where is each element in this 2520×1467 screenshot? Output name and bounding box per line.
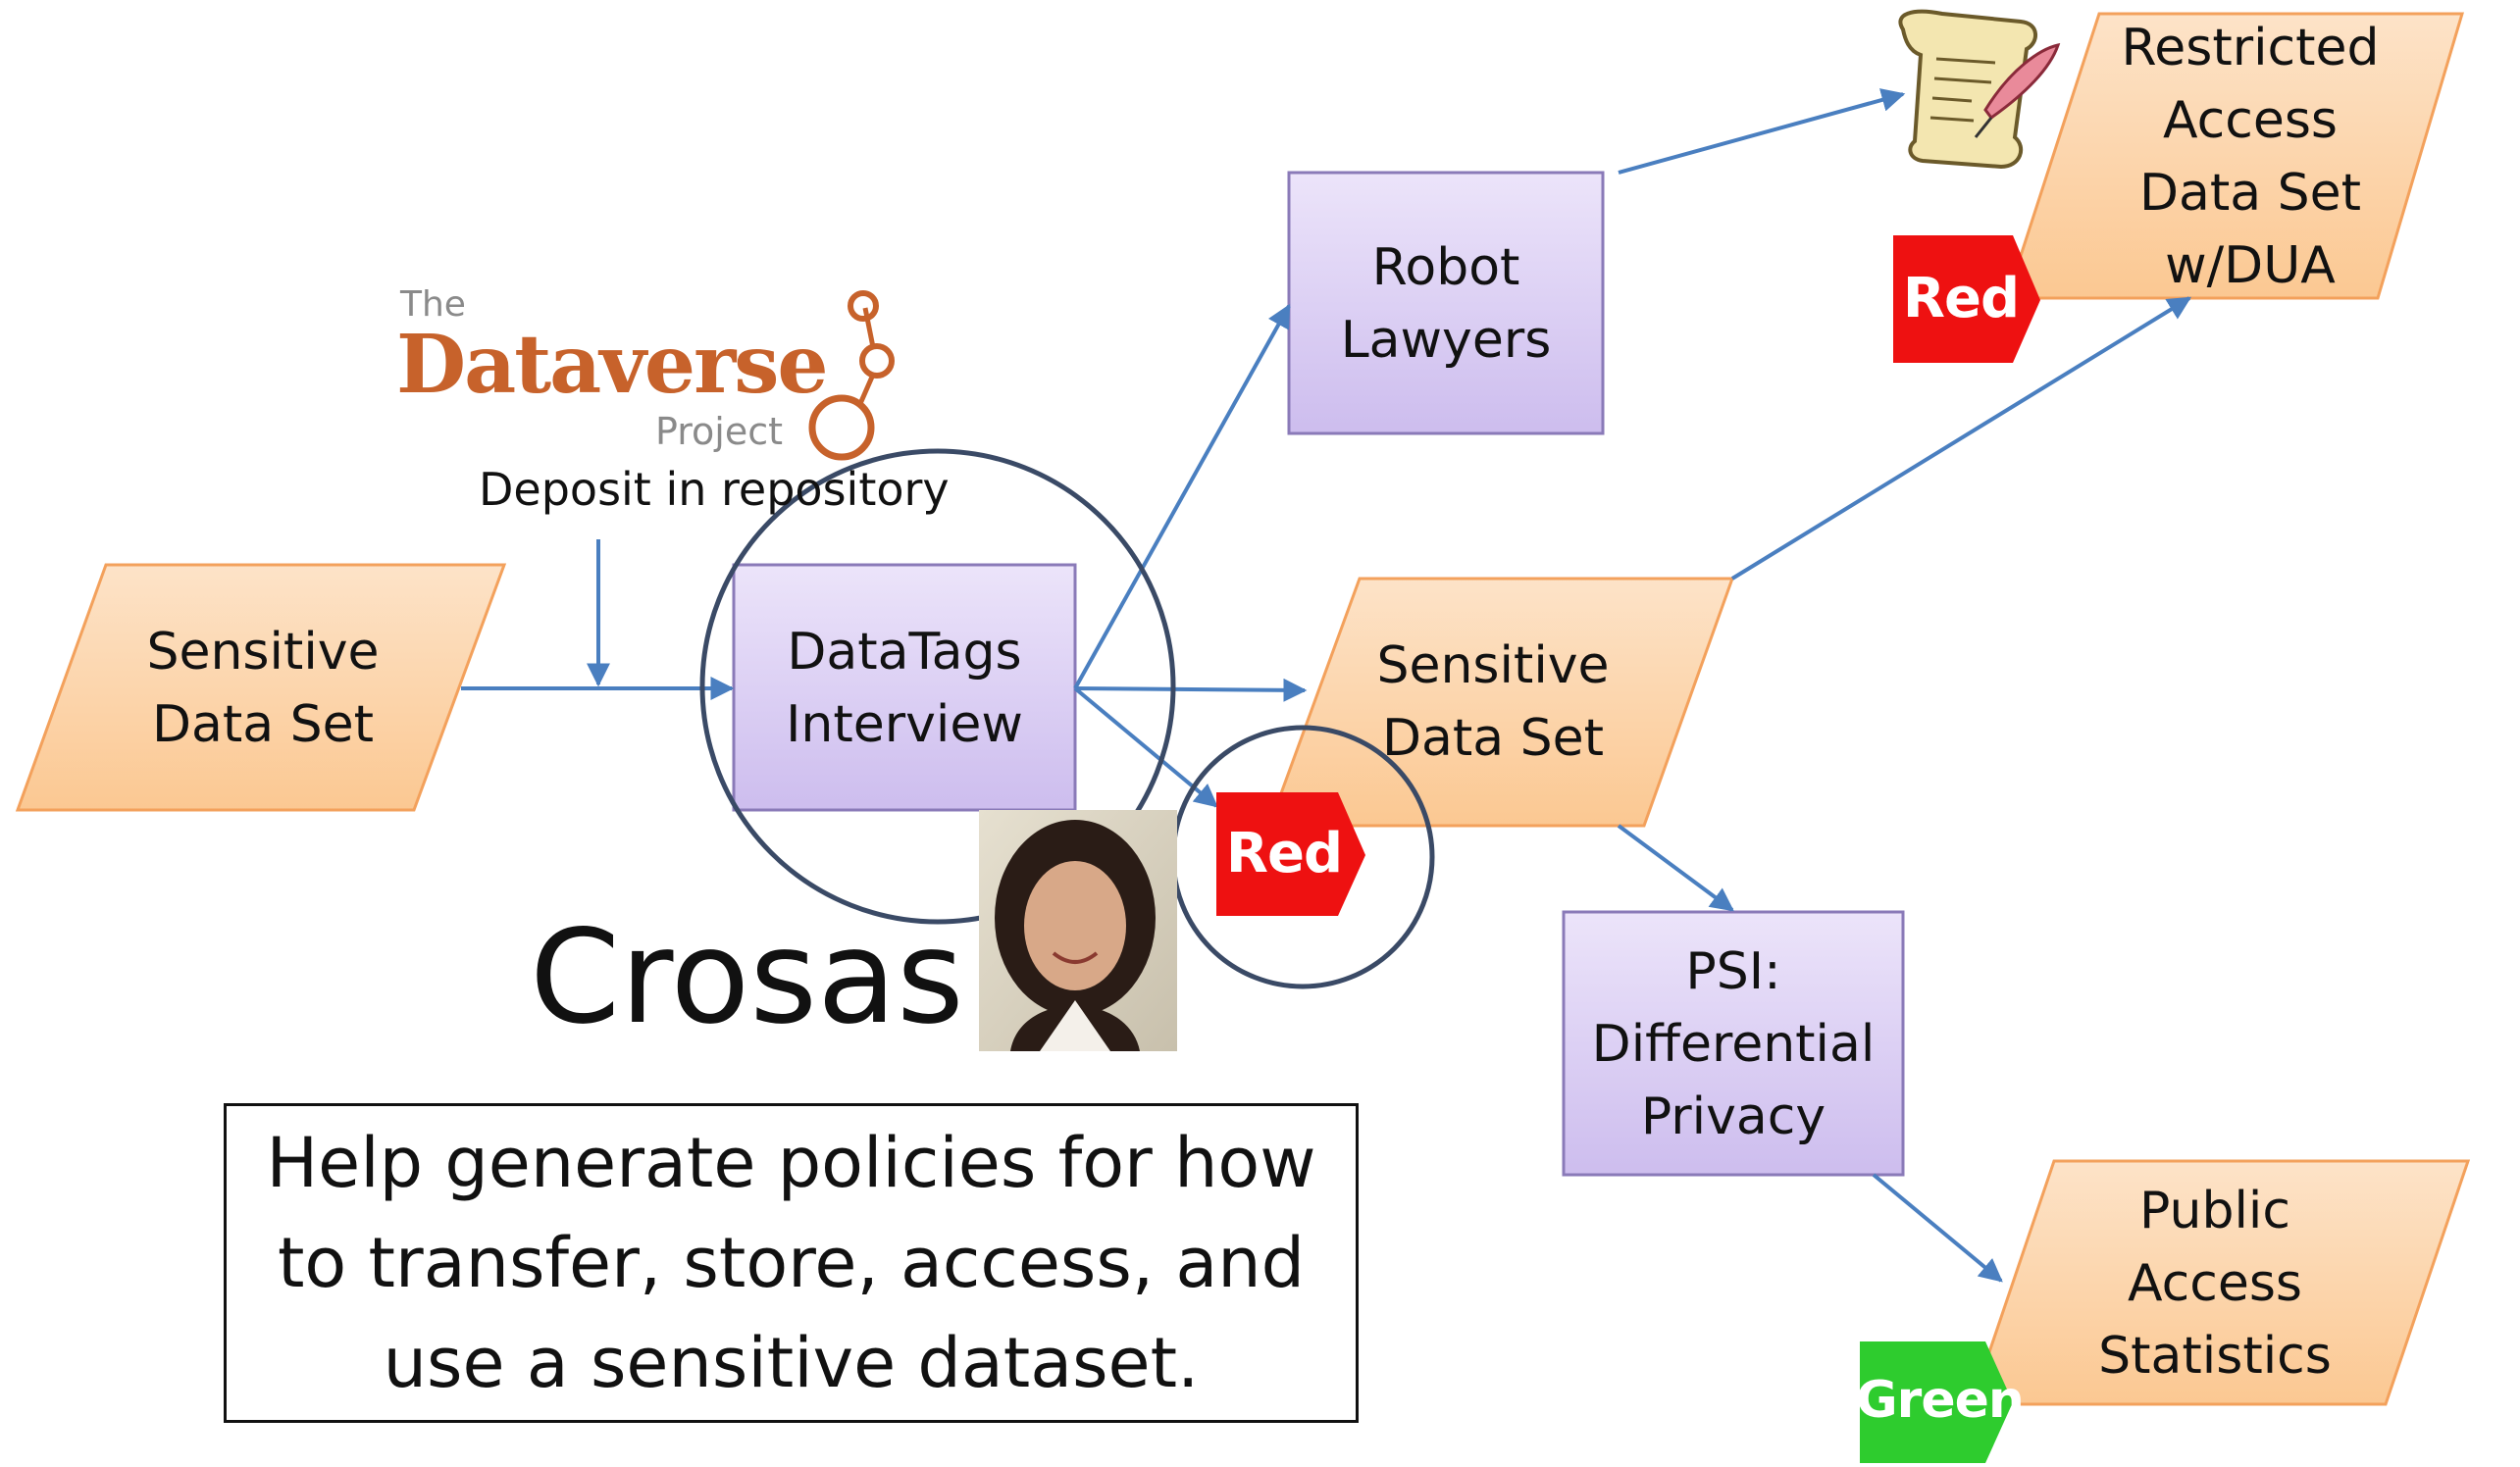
logo-name: Dataverse (396, 318, 829, 412)
deposit-label: Deposit in repository (479, 463, 950, 516)
sensitive-output-label: Sensitive Data Set (1350, 624, 1636, 781)
arrow-sensitive-to-psi (1617, 824, 1734, 912)
portrait-photo (979, 810, 1177, 1051)
arrow-robot-to-scroll (1618, 88, 1906, 175)
robot-lawyers-box (1287, 171, 1605, 435)
psi-line1: PSI: (1685, 942, 1781, 1001)
sensitive-tag-label: Red (1225, 822, 1343, 885)
scroll-quill-icon (1898, 9, 2061, 170)
arrow-interview-to-sensitive (1074, 678, 1308, 702)
restricted-access-label: Restricted Access Data Set w/DUA (2095, 12, 2405, 302)
logo-the: The (400, 284, 466, 325)
highlight-circle-interview (699, 448, 1176, 925)
robot-lawyers-line1: Robot (1371, 238, 1520, 297)
psi-box (1562, 910, 1905, 1177)
person-name: Crosas (530, 902, 964, 1053)
logo-project: Project (655, 410, 784, 453)
note-line2: to transfer, store, access, and (277, 1223, 1306, 1303)
sensitive-input-shape (15, 563, 507, 812)
datatags-interview-line2: Interview (786, 695, 1023, 754)
restricted-access-line3: Data Set (2138, 164, 2362, 223)
arrow-interview-to-robot (1073, 303, 1291, 689)
public-access-line1: Public (2139, 1182, 2290, 1240)
robot-lawyers-label: Robot Lawyers (1293, 226, 1599, 382)
sensitive-output-line2: Data Set (1381, 709, 1605, 768)
arrow-psi-to-public (1872, 1173, 2003, 1283)
public-access-line3: Statistics (2098, 1327, 2332, 1386)
restricted-access-shape (2004, 12, 2465, 300)
restricted-access-line4: w/DUA (2165, 236, 2336, 295)
restricted-red-tag (1893, 235, 2040, 363)
arrow-sensitive-to-restricted (1730, 296, 2192, 581)
psi-line3: Privacy (1640, 1088, 1826, 1146)
public-access-shape (1969, 1159, 2471, 1406)
sensitive-input-line1: Sensitive (146, 623, 380, 682)
restricted-access-line2: Access (2162, 91, 2338, 150)
psi-label: PSI: Differential Privacy (1568, 934, 1899, 1155)
dataverse-logo-icon (808, 290, 895, 461)
sensitive-output-line1: Sensitive (1376, 636, 1610, 695)
datatags-interview-label: DataTags Interview (738, 610, 1071, 767)
public-access-label: Public Access Statistics (2072, 1173, 2358, 1394)
public-tag-label: Green (1856, 1371, 2025, 1430)
datatags-interview-line1: DataTags (787, 623, 1022, 682)
sensitive-input-line2: Data Set (151, 695, 375, 754)
note-line3: use a sensitive dataset. (383, 1323, 1200, 1403)
psi-line2: Differential (1591, 1015, 1876, 1074)
robot-lawyers-line2: Lawyers (1340, 311, 1552, 370)
sensitive-input-label: Sensitive Data Set (116, 610, 410, 767)
restricted-tag-label: Red (1902, 267, 2020, 330)
note-line1: Help generate policies for how (266, 1123, 1316, 1203)
sensitive-output-shape (1266, 577, 1735, 828)
public-green-tag (1860, 1341, 2013, 1463)
sensitive-red-tag (1216, 792, 1365, 916)
public-access-line2: Access (2127, 1254, 2302, 1313)
restricted-access-line1: Restricted (2121, 19, 2380, 77)
note-box: Help generate policies for how to transf… (224, 1103, 1359, 1423)
